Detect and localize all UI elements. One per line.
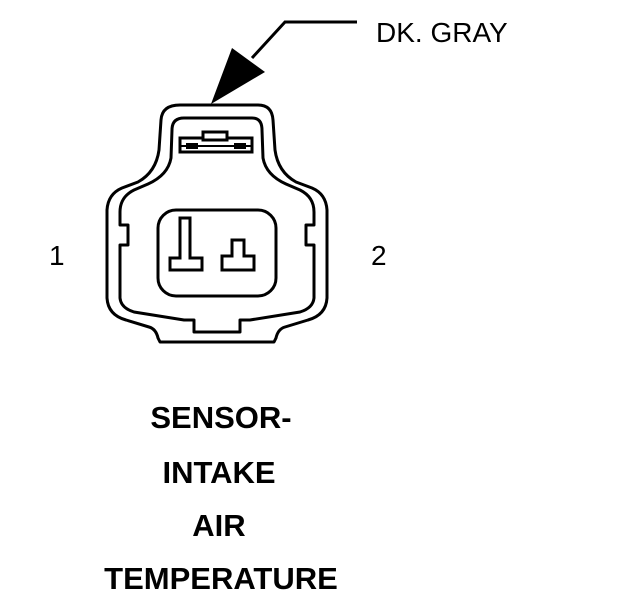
component-name-line-4: TEMPERATURE bbox=[104, 561, 338, 596]
terminal-pin-1 bbox=[168, 216, 204, 272]
leader-arrowhead bbox=[211, 48, 265, 104]
component-name-line-3: AIR bbox=[192, 508, 245, 543]
connector-inner-shell bbox=[118, 116, 316, 334]
component-name-line-1: SENSOR- bbox=[150, 400, 291, 435]
leader-line bbox=[250, 20, 357, 60]
color-callout-label: DK. GRAY bbox=[376, 17, 508, 48]
connector-outer-shell bbox=[105, 103, 329, 344]
terminal-cavity bbox=[156, 208, 278, 298]
callout-leader bbox=[211, 20, 357, 104]
connector-body bbox=[105, 103, 329, 344]
pin-2-label: 2 bbox=[371, 240, 387, 271]
component-name: SENSOR- INTAKE AIR TEMPERATURE bbox=[104, 400, 338, 596]
terminal-pin-2 bbox=[220, 238, 256, 272]
component-name-line-2: INTAKE bbox=[162, 455, 275, 490]
pin-1-label: 1 bbox=[49, 240, 65, 271]
locking-tab bbox=[178, 130, 254, 154]
